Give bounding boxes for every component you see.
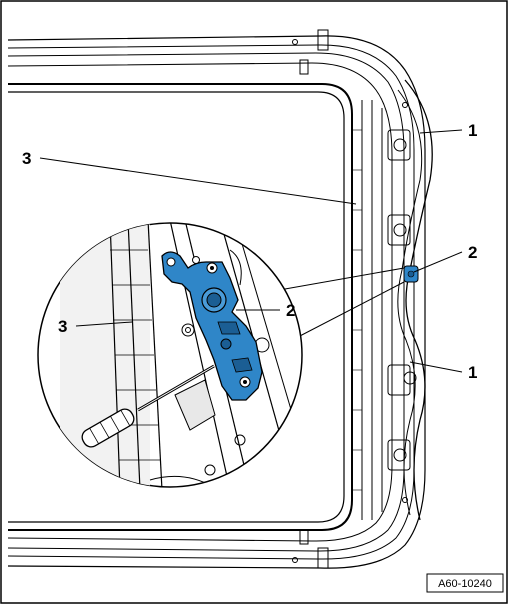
callout-1-bottom: 1 [468,363,477,382]
screwdriver [81,364,215,448]
figure-code-box: A60-10240 [426,573,504,593]
leader-lines [39,129,463,373]
callout-3-main: 3 [22,149,31,168]
callout-3-detail: 3 [58,317,67,336]
callout-2-detail: 2 [286,301,295,320]
detail-view [37,222,303,488]
clip-location-main [403,265,419,283]
leader-3-detail [75,321,133,327]
sunroof-frame [7,29,433,569]
clip-part-detail [161,251,263,401]
magnifier-lines [267,267,405,339]
figure-code: A60-10240 [438,578,492,590]
callout-2-main: 2 [468,243,477,262]
leader-2-main [413,251,463,273]
callout-1-top: 1 [468,121,477,140]
leader-3-main [39,157,357,205]
leader-1-top [419,129,463,134]
leader-1-bottom [409,361,463,373]
